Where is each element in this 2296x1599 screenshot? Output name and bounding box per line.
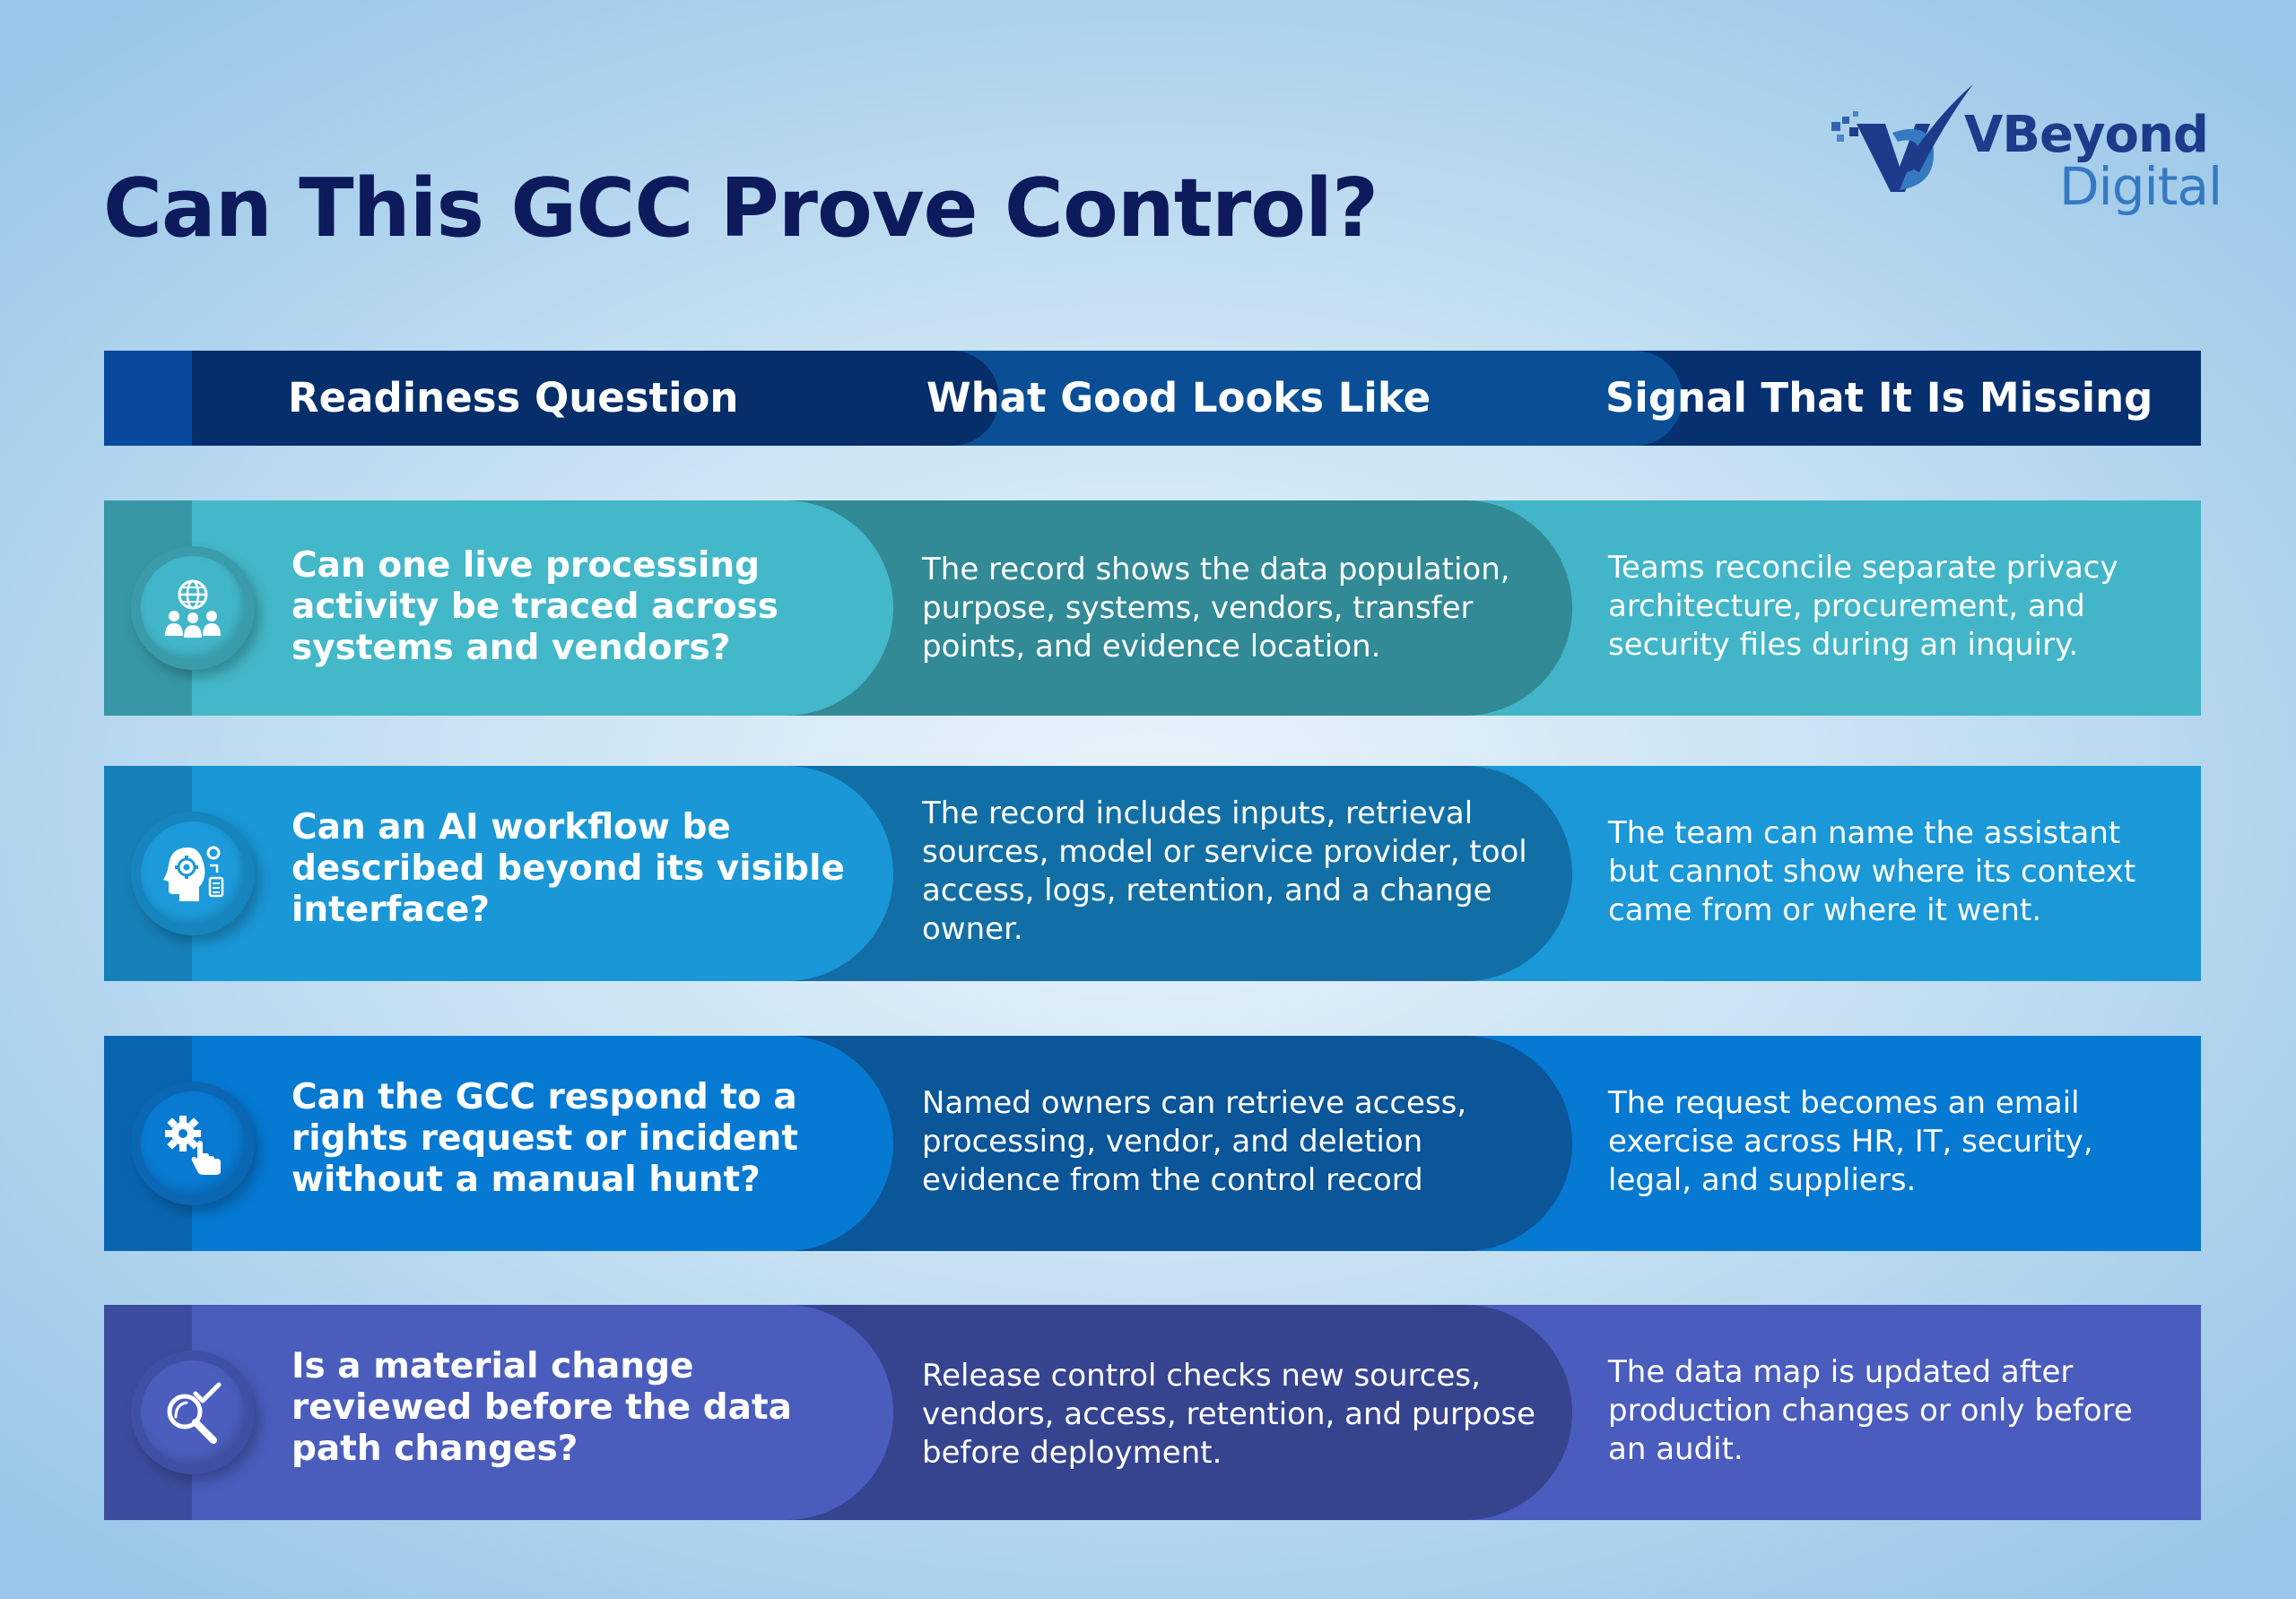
magnifier-check-icon (167, 1382, 222, 1444)
page-title: Can This GCC Prove Control? (103, 161, 1378, 256)
global-network-people-icon (165, 579, 221, 638)
row-question: Can an AI workflow be described beyond i… (291, 807, 845, 930)
ai-head-gear-icon (163, 846, 224, 901)
logo-text-vbeyond: VBeyond (1964, 106, 2209, 164)
table-row: Is a material change reviewed before the… (104, 1305, 2201, 1520)
row-good: The record shows the data population, pu… (922, 552, 1510, 665)
row-good: The record includes inputs, retrieval so… (922, 795, 1527, 947)
row-signal: Teams reconcile separate privacy archite… (1608, 550, 2118, 663)
gear-hand-icon (165, 1116, 221, 1175)
row-good: Named owners can retrieve access, proces… (922, 1085, 1467, 1198)
table-header: Readiness Question What Good Looks Like … (104, 351, 2201, 446)
row-question: Can one live processing activity be trac… (291, 545, 778, 668)
row-good: Release control checks new sources, vend… (922, 1358, 1536, 1471)
row-question: Is a material change reviewed before the… (291, 1346, 792, 1469)
header-readiness-question: Readiness Question (288, 374, 739, 421)
vbeyond-v-mark-icon (1831, 84, 1973, 192)
header-signal-missing: Signal That It Is Missing (1605, 374, 2153, 421)
row-question: Can the GCC respond to a rights request … (291, 1077, 798, 1200)
header-what-good-looks-like: What Good Looks Like (926, 374, 1431, 421)
table-row: Can an AI workflow be described beyond i… (104, 766, 2201, 981)
row-signal: The team can name the assistant but cann… (1608, 815, 2136, 928)
logo-text-digital: Digital (2059, 156, 2222, 217)
table-row: Can the GCC respond to a rights request … (104, 1036, 2201, 1251)
row-signal: The data map is updated after production… (1608, 1354, 2133, 1467)
brand-logo: VBeyond Digital (1830, 79, 2222, 222)
table-row: Can one live processing activity be trac… (104, 500, 2201, 716)
row-signal: The request becomes an email exercise ac… (1608, 1085, 2093, 1198)
